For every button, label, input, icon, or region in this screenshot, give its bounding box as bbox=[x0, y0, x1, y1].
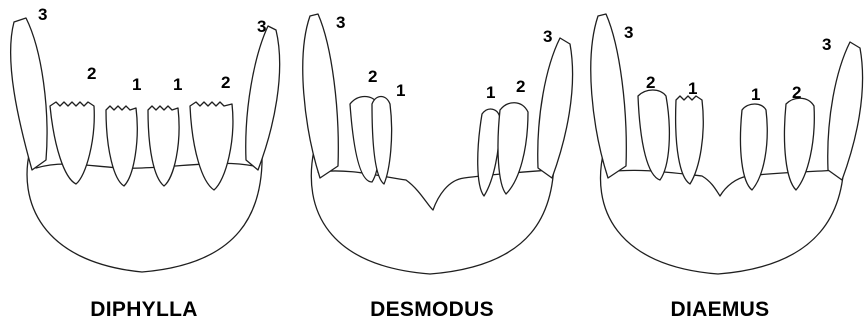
incisor-2-right bbox=[190, 102, 233, 190]
tooth-number-canine-right: 3 bbox=[822, 35, 831, 54]
tooth-number-incisor-2-left: 2 bbox=[87, 64, 96, 83]
incisor-2-left bbox=[50, 102, 94, 184]
tooth-number-canine-left: 3 bbox=[624, 23, 633, 42]
mandible-drawing-diaemus: 3 2 1 1 2 3 bbox=[576, 0, 864, 332]
tooth-number-incisor-1-left: 1 bbox=[132, 75, 141, 94]
panel-diphylla: 3 2 1 1 2 3 DIPHYLLA bbox=[0, 0, 288, 332]
tooth-number-incisor-1-left: 1 bbox=[396, 81, 405, 100]
tooth-number-canine-right: 3 bbox=[543, 27, 552, 46]
tooth-number-incisor-2-right: 2 bbox=[221, 73, 230, 92]
genus-label: DIPHYLLA bbox=[0, 298, 288, 322]
canine-left bbox=[11, 18, 47, 170]
tooth-number-incisor-2-left: 2 bbox=[368, 67, 377, 86]
tooth-number-incisor-1-right: 1 bbox=[173, 75, 182, 94]
canine-left bbox=[303, 14, 339, 178]
incisor-1-right bbox=[740, 104, 767, 190]
tooth-number-incisor-1-right: 1 bbox=[486, 83, 495, 102]
canine-right bbox=[828, 42, 863, 180]
mandible-drawing-desmodus: 3 2 1 1 2 3 bbox=[288, 0, 576, 332]
tooth-number-incisor-2-left: 2 bbox=[646, 73, 655, 92]
tooth-number-canine-right: 3 bbox=[257, 17, 266, 36]
canine-left bbox=[591, 14, 627, 178]
genus-label: DESMODUS bbox=[288, 298, 576, 322]
canine-right bbox=[538, 38, 573, 178]
tooth-number-canine-left: 3 bbox=[336, 13, 345, 32]
incisor-2-left bbox=[638, 90, 669, 180]
incisor-1-right bbox=[478, 109, 500, 196]
panel-diaemus: 3 2 1 1 2 3 DIAEMUS bbox=[576, 0, 864, 332]
incisor-1-right bbox=[148, 106, 179, 186]
incisor-2-right bbox=[784, 98, 814, 190]
canine-right bbox=[246, 26, 280, 170]
incisor-1-left bbox=[676, 96, 704, 184]
incisor-2-right bbox=[498, 103, 528, 194]
tooth-number-incisor-2-right: 2 bbox=[516, 77, 525, 96]
incisor-1-left bbox=[106, 106, 137, 186]
tooth-number-incisor-1-left: 1 bbox=[688, 79, 697, 98]
panel-desmodus: 3 2 1 1 2 3 DESMODUS bbox=[288, 0, 576, 332]
tooth-number-incisor-1-right: 1 bbox=[751, 85, 760, 104]
genus-label: DIAEMUS bbox=[576, 298, 864, 322]
tooth-number-canine-left: 3 bbox=[38, 5, 47, 24]
mandible-drawing-diphylla: 3 2 1 1 2 3 bbox=[0, 0, 288, 332]
tooth-number-incisor-2-right: 2 bbox=[792, 83, 801, 102]
